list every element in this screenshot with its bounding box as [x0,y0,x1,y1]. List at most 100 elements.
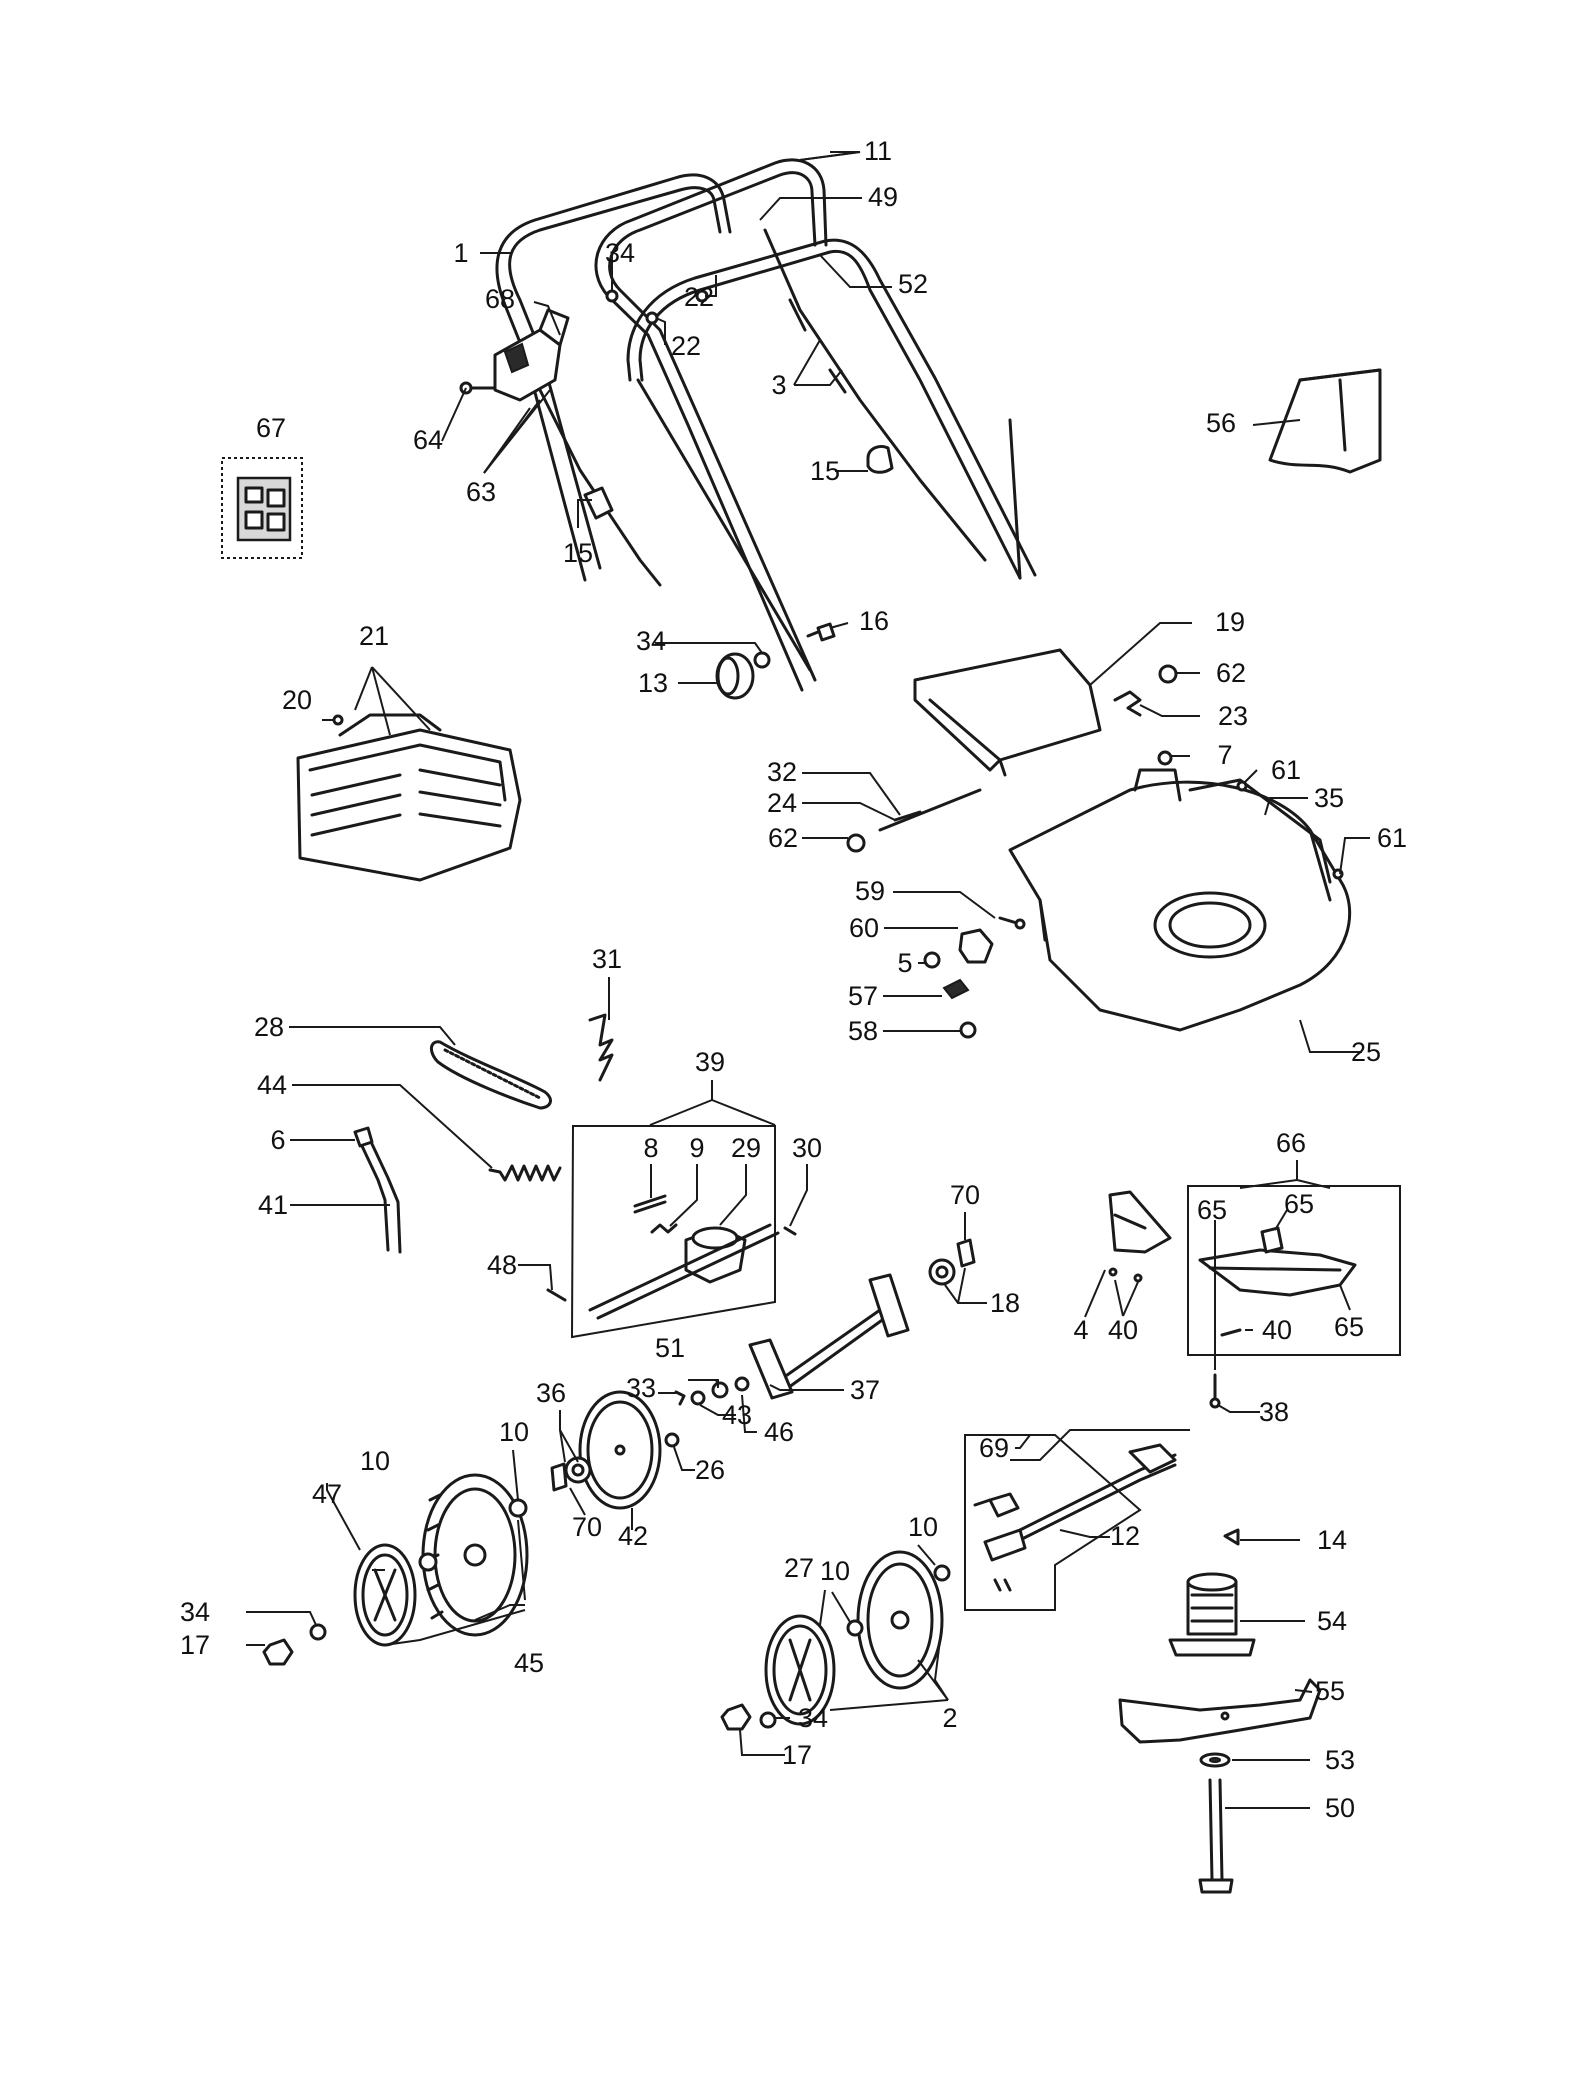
deflector-part-56 [1268,368,1382,474]
callout-50: 50 [1325,1793,1355,1823]
washer-part-62-rod [846,833,866,853]
callout-30: 30 [792,1133,822,1163]
callout-31: 31 [592,944,622,974]
callout-62: 62 [768,823,798,853]
callout-21: 21 [359,621,389,651]
pin-part-8 [633,1194,667,1214]
callout-56: 56 [1206,408,1236,438]
callout-62: 62 [1216,658,1246,688]
grass-catcher-part-21 [296,713,522,882]
mulch-kit-frame [1187,1185,1401,1356]
warning-label-part-67 [221,457,303,559]
hubcap-part-47 [353,1543,417,1647]
callout-10: 10 [499,1417,529,1447]
callout-57: 57 [848,981,878,1011]
callout-10: 10 [360,1446,390,1476]
callout-33: 33 [626,1373,656,1403]
lever-part-6-41 [353,1126,402,1254]
callout-9: 9 [689,1133,704,1163]
screws-part-40 [1108,1267,1143,1283]
callout-6: 6 [270,1125,285,1155]
mower-deck-part-25 [1008,768,1352,1032]
pinion-part-36 [564,1456,592,1484]
callout-16: 16 [859,606,889,636]
cable-clip-part-15 [583,444,894,520]
nut-part-46 [734,1376,750,1392]
callout-61: 61 [1377,823,1407,853]
callout-34: 34 [798,1703,828,1733]
callout-12: 12 [1110,1521,1140,1551]
callout-60: 60 [849,913,879,943]
screw-part-20 [332,714,344,726]
gearbox-group-frame [570,1125,776,1339]
callout-36: 36 [536,1378,566,1408]
callout-45: 45 [514,1648,544,1678]
callout-7: 7 [1217,740,1232,770]
bolt-part-38 [1209,1373,1221,1409]
nut-part-17-right [720,1703,752,1731]
bolt-part-59 [998,916,1026,930]
spring-part-9 [650,1223,678,1234]
callout-70: 70 [950,1180,980,1210]
callout-44: 44 [257,1070,287,1100]
nut-part-7 [1157,750,1173,766]
callout-63: 63 [466,477,496,507]
height-lever-part-60 [958,928,994,964]
callout-4: 4 [1073,1315,1088,1345]
callout-27: 27 [784,1553,814,1583]
callout-26: 26 [695,1455,725,1485]
callout-67: 67 [256,413,286,443]
callout-40: 40 [1108,1315,1138,1345]
gear-part-18 [928,1258,956,1286]
bearing-part-10-d [933,1564,951,1582]
upper-handle-part-11 [594,158,828,692]
callout-42: 42 [618,1521,648,1551]
callout-51: 51 [655,1333,685,1363]
spring-part-31 [588,1013,614,1082]
callout-47: 47 [312,1479,342,1509]
callout-65: 65 [1197,1195,1227,1225]
mulch-baffle-part-65 [1198,1226,1357,1297]
front-axle-group-frame [964,1434,1142,1611]
screws-part-63-64 [459,381,497,395]
callout-numbers: 1 11 49 34 22 22 68 52 3 56 67 64 63 15 … [180,136,1407,1823]
callout-13: 13 [638,668,668,698]
pin-part-30 [783,1226,797,1236]
callout-1: 1 [453,238,468,268]
leader-lines [246,151,1370,1809]
blade-part-55 [1118,1678,1322,1744]
callout-61: 61 [1271,755,1301,785]
handle-lower-tubes [636,378,1022,672]
callout-55: 55 [1315,1676,1345,1706]
washer-part-53 [1199,1752,1231,1768]
nut-part-62-top [1158,664,1178,684]
blade-bolt-part-50 [1198,1778,1234,1894]
callout-37: 37 [850,1375,880,1405]
callout-40: 40 [1262,1315,1292,1345]
callout-34: 34 [180,1597,210,1627]
callout-22: 22 [671,331,701,361]
callout-41: 41 [258,1190,288,1220]
callout-23: 23 [1218,701,1248,731]
callout-15: 15 [810,456,840,486]
rod-part-35 [1188,778,1332,884]
callout-10: 10 [820,1556,850,1586]
callout-46: 46 [764,1417,794,1447]
bearing-part-10-c [846,1619,864,1637]
washer-part-26 [664,1432,680,1448]
callout-19: 19 [1215,607,1245,637]
key-part-14 [1223,1528,1240,1546]
bearing-part-10-a [418,1552,438,1572]
callout-2: 2 [942,1703,957,1733]
callout-65: 65 [1334,1312,1364,1342]
washer-part-43 [690,1390,706,1406]
nut-part-22 [645,289,709,325]
nut-part-61-a [1236,780,1248,792]
rod-part-32 [878,788,982,832]
callout-70: 70 [572,1512,602,1542]
callout-32: 32 [767,757,797,787]
pin-part-48 [546,1288,567,1302]
blade-adapter-part-54 [1168,1572,1256,1657]
callout-69: 69 [979,1433,1009,1463]
front-axle-part-12 [1018,1443,1177,1542]
